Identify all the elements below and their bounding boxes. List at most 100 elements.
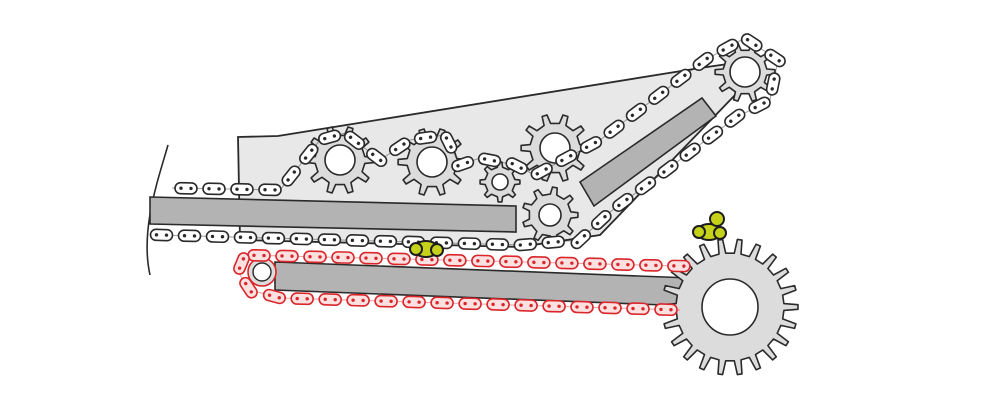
lower-roller-chain-top-link — [247, 248, 271, 262]
sprocket-2-hub — [416, 146, 448, 178]
upper-roller-chain-link — [555, 149, 578, 168]
lower-roller-chain-bottom-link — [346, 293, 370, 307]
upper-roller-chain-link — [205, 230, 230, 244]
upper-roller-chain-link — [765, 72, 781, 96]
lower-roller-chain-bottom-link — [290, 292, 314, 306]
upper-roller-chain-link — [485, 237, 510, 251]
lower-roller-chain-bottom-link — [458, 297, 482, 311]
lower-roller-chain-top-link — [303, 250, 327, 264]
upper-roller-chain-link — [579, 135, 603, 154]
upper-roller-chain-link — [289, 232, 314, 246]
lower-roller-chain-top-link — [471, 254, 495, 268]
lower-roller-chain-bottom-link — [598, 301, 622, 315]
idler-roller-hub — [252, 262, 272, 282]
lower-roller-chain-bottom-link — [239, 276, 258, 299]
upper-roller-chain-link — [590, 210, 612, 231]
upper-roller-chain-link — [748, 96, 771, 115]
upper-roller-chain — [149, 33, 786, 252]
lower-roller-chain-top-link — [555, 256, 579, 270]
sprocket-drive — [661, 238, 799, 376]
lower-roller-chain-bottom-link — [262, 288, 287, 305]
lower-roller-chain-bottom-link — [430, 296, 454, 310]
upper-roller-chain-link — [716, 38, 739, 57]
upper-roller-chain-link — [345, 234, 370, 247]
sprocket-head-hub — [729, 56, 761, 88]
upper-roller-chain-link — [457, 237, 482, 251]
upper-roller-chain-link — [625, 102, 648, 122]
upper-roller-chain-link — [451, 155, 475, 173]
lower-roller-chain-top-link — [499, 255, 523, 269]
chain-attachment-1 — [409, 240, 444, 258]
upper-roller-chain-link — [670, 68, 692, 88]
lower-roller-chain-top-link — [667, 259, 691, 273]
upper-roller-chain-link — [570, 229, 592, 250]
sprocket-5-hub — [538, 203, 562, 227]
upper-roller-chain-link — [439, 131, 458, 154]
upper-roller-chain-link — [612, 192, 634, 212]
upper-roller-chain-link — [230, 182, 254, 196]
upper-roller-chain-link — [343, 130, 366, 150]
upper-roller-chain-link — [603, 119, 625, 139]
sprocket-5 — [522, 186, 579, 244]
upper-roller-chain-link — [657, 159, 679, 179]
lower-roller-chain-top-link — [359, 251, 383, 265]
lower-roller-chain-bottom-link — [318, 293, 342, 306]
chain-attachment-2-top — [709, 211, 725, 227]
upper-roller-chain-link — [149, 228, 174, 242]
sprocket-4 — [520, 114, 590, 182]
lower-roller-chain-bottom-link — [626, 302, 650, 316]
lower-roller-chain-top-link — [583, 257, 607, 271]
sprocket-3 — [479, 161, 521, 203]
chain-attachment-2 — [692, 223, 727, 241]
upper-roller-chain-link — [724, 108, 746, 128]
lower-roller-chain-bottom-link — [486, 298, 510, 311]
upper-roller-chain-link — [174, 181, 198, 195]
upper-roller-chain-link — [679, 142, 701, 162]
upper-roller-chain-link — [388, 137, 411, 157]
lower-roller-chain-bottom-link — [402, 295, 426, 309]
upper-roller-chain-link — [366, 147, 388, 168]
upper-roller-chain-link — [233, 230, 258, 244]
upper-roller-chain-link — [202, 182, 226, 196]
upper-roller-chain-link — [648, 85, 670, 105]
lower-roller-chain-top-link — [611, 258, 635, 272]
lower-roller-chain-bottom-link — [374, 294, 398, 308]
upper-roller-chain-link — [477, 152, 502, 168]
upper-roller-chain-link — [317, 233, 342, 247]
upper-roller-chain-link — [281, 165, 301, 187]
lower-roller-chain-bottom-link — [570, 300, 594, 314]
lower-roller-chain-bottom-link — [654, 303, 678, 317]
upper-roller-chain-link — [513, 237, 538, 252]
lower-roller-chain-top-link — [387, 252, 411, 266]
upper-roller-chain-link — [505, 157, 528, 175]
lower-roller-chain-top-link — [443, 253, 467, 267]
upper-roller-chain-link — [634, 176, 657, 196]
upper-roller-chain-link — [258, 183, 282, 197]
sprocket-drive-hub — [701, 278, 759, 336]
upper-roller-chain-link — [740, 33, 763, 52]
lower-roller-chain-bottom-link — [514, 298, 538, 312]
upper-roller-chain-link — [373, 234, 398, 248]
lower-roller-chain-top-link — [331, 251, 355, 264]
lower-roller-chain-top-link — [639, 258, 663, 272]
upper-roller-chain-link — [764, 48, 786, 68]
diagonal-guide-rail — [578, 96, 718, 208]
lower-roller-chain-bottom-link — [542, 299, 566, 313]
lower-roller-chain-top-link — [527, 255, 551, 269]
sprocket-1-hub — [324, 144, 356, 176]
lower-roller-chain-bottom — [233, 252, 681, 317]
upper-roller-chain-link — [541, 235, 565, 249]
upper-roller-chain-link — [701, 125, 724, 145]
upper-roller-chain-link — [530, 162, 553, 181]
upper-roller-chain-link — [692, 51, 714, 72]
upper-roller-chain-link — [177, 229, 202, 243]
upper-roller-chain-link — [413, 130, 438, 145]
upper-roller-chain-link — [261, 231, 286, 245]
lower-roller-chain-bottom-link — [233, 252, 250, 275]
sprocket-3-hub — [491, 173, 509, 191]
upper-guide-rail — [149, 196, 517, 233]
lower-roller-chain-top-link — [275, 249, 299, 263]
upper-roller-chain-link — [318, 129, 342, 146]
upper-roller-chain-link — [298, 143, 319, 165]
